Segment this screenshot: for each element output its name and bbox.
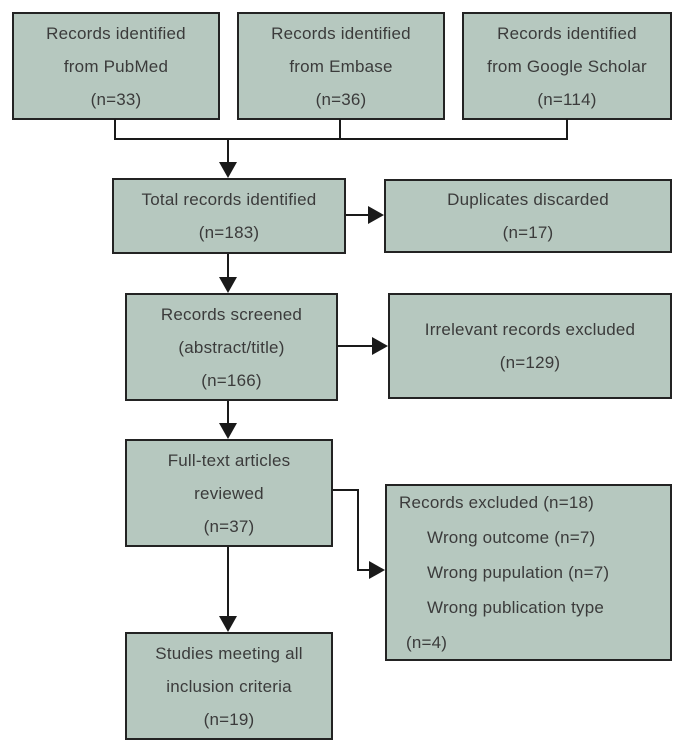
box-line: Full-text articles <box>167 450 291 470</box>
arrowhead-right-icon <box>372 337 388 355</box>
connector-fulltext-to-excluded <box>357 569 371 571</box>
box-count: (n=166) <box>201 370 262 390</box>
box-line: Records excluded (n=18) <box>399 493 595 512</box>
connector-screened-to-irrelevant <box>338 345 373 347</box>
arrowhead-down-icon <box>219 277 237 293</box>
connector-screened-to-fulltext <box>227 401 229 425</box>
box-fulltext-reviewed: Full-text articles reviewed (n=37) <box>125 439 333 547</box>
box-line: Records identified <box>271 23 411 43</box>
arrowhead-down-icon <box>219 423 237 439</box>
arrowhead-right-icon <box>368 206 384 224</box>
box-reason-line: Wrong pupulation (n=7) <box>427 563 610 582</box>
connector-gather-stem <box>227 138 229 165</box>
box-line: from Embase <box>289 56 393 76</box>
box-count: (n=129) <box>499 353 561 372</box>
box-line: inclusion criteria <box>166 676 292 696</box>
box-records-embase: Records identified from Embase (n=36) <box>237 12 445 120</box>
box-line: Irrelevant records excluded <box>424 320 636 339</box>
box-reason-line: Wrong publication type <box>427 598 605 617</box>
box-count: (n=183) <box>198 223 260 242</box>
connector-total-to-duplicates <box>346 214 370 216</box>
box-irrelevant-excluded: Irrelevant records excluded (n=129) <box>388 293 672 399</box>
box-line: Records screened <box>160 304 303 324</box>
box-count: (n=19) <box>203 709 255 729</box>
box-total-records: Total records identified (n=183) <box>112 178 346 254</box>
box-line: Duplicates discarded <box>447 190 609 209</box>
box-count: (n=17) <box>502 223 554 242</box>
box-records-pubmed: Records identified from PubMed (n=33) <box>12 12 220 120</box>
box-line: (abstract/title) <box>178 337 285 357</box>
connector-total-to-screened <box>227 254 229 279</box>
box-line: Total records identified <box>141 190 317 209</box>
connector-fulltext-elbow-horizontal <box>333 489 359 491</box>
arrowhead-down-icon <box>219 162 237 178</box>
box-duplicates-discarded: Duplicates discarded (n=17) <box>384 179 672 253</box>
connector-fulltext-elbow-vertical <box>357 489 359 570</box>
box-records-google-scholar: Records identified from Google Scholar (… <box>462 12 672 120</box>
box-line: from PubMed <box>63 56 169 76</box>
connector-embase-drop <box>339 119 341 140</box>
box-count: (n=4) <box>406 633 448 652</box>
box-count: (n=114) <box>537 89 597 109</box>
arrowhead-right-icon <box>369 561 385 579</box>
connector-pubmed-drop <box>114 119 116 140</box>
box-reason-line: Wrong outcome (n=7) <box>427 528 596 547</box>
connector-gather-horizontal <box>114 138 568 140</box>
box-count: (n=36) <box>315 89 367 109</box>
connector-fulltext-to-included <box>227 547 229 617</box>
box-studies-included: Studies meeting all inclusion criteria (… <box>125 632 333 740</box>
box-line: Records identified <box>46 23 186 43</box>
arrowhead-down-icon <box>219 616 237 632</box>
box-line: Records identified <box>497 23 637 43</box>
box-line: reviewed <box>194 483 264 503</box>
box-count: (n=33) <box>90 89 142 109</box>
box-line: Studies meeting all <box>155 643 303 663</box>
connector-scholar-drop <box>566 119 568 140</box>
box-records-excluded-reasons: Records excluded (n=18) Wrong outcome (n… <box>385 484 672 661</box>
box-line: from Google Scholar <box>487 56 647 76</box>
box-count: (n=37) <box>203 516 255 536</box>
box-records-screened: Records screened (abstract/title) (n=166… <box>125 293 338 401</box>
